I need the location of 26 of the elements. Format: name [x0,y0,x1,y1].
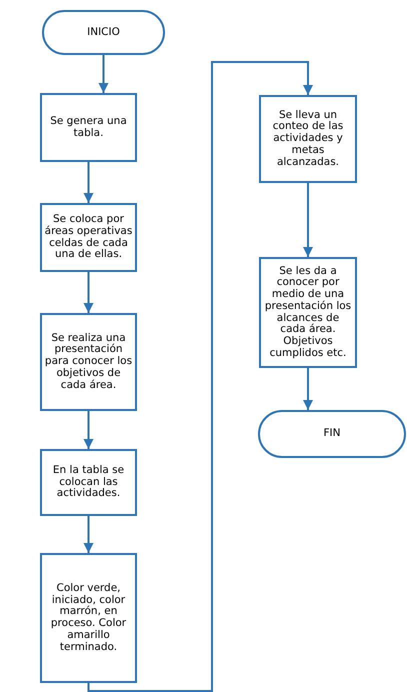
step-text: En la tabla se colocan las actividades. [52,464,126,500]
process-box [40,313,137,411]
arrow [303,368,313,410]
arrow [84,272,94,313]
step-text: FIN [322,428,342,440]
arrow [303,183,313,257]
terminal-shape [258,410,406,458]
process-box [259,95,357,183]
arrow [84,411,94,449]
step-text: Color verde, iniciado, color marrón, en proceso. Color amarillo terminado. [50,582,128,654]
arrow [84,516,94,553]
step-text: Se realiza una presentación para conocer los objetivos de cada área. [44,332,134,392]
process-box [259,257,357,368]
step-text: Se les da a conocer por medio de una presentación los alcances de cada área. Objetivos cumplidos etc. [264,266,352,360]
step-text: Se lleva un conteo de las actividades y metas alcanzadas. [272,110,344,168]
process-box [40,553,137,683]
arrow [88,61,313,692]
process-box [40,203,137,272]
step-text: Se genera una tabla. [49,116,128,140]
step-text: Se coloca por áreas operativas celdas de cada una de ellas. [44,214,134,261]
arrow [84,162,94,203]
process-box [40,449,137,516]
arrow [98,55,108,93]
step-text: INICIO [86,26,121,38]
terminal-shape [42,10,165,55]
process-box [40,93,137,162]
